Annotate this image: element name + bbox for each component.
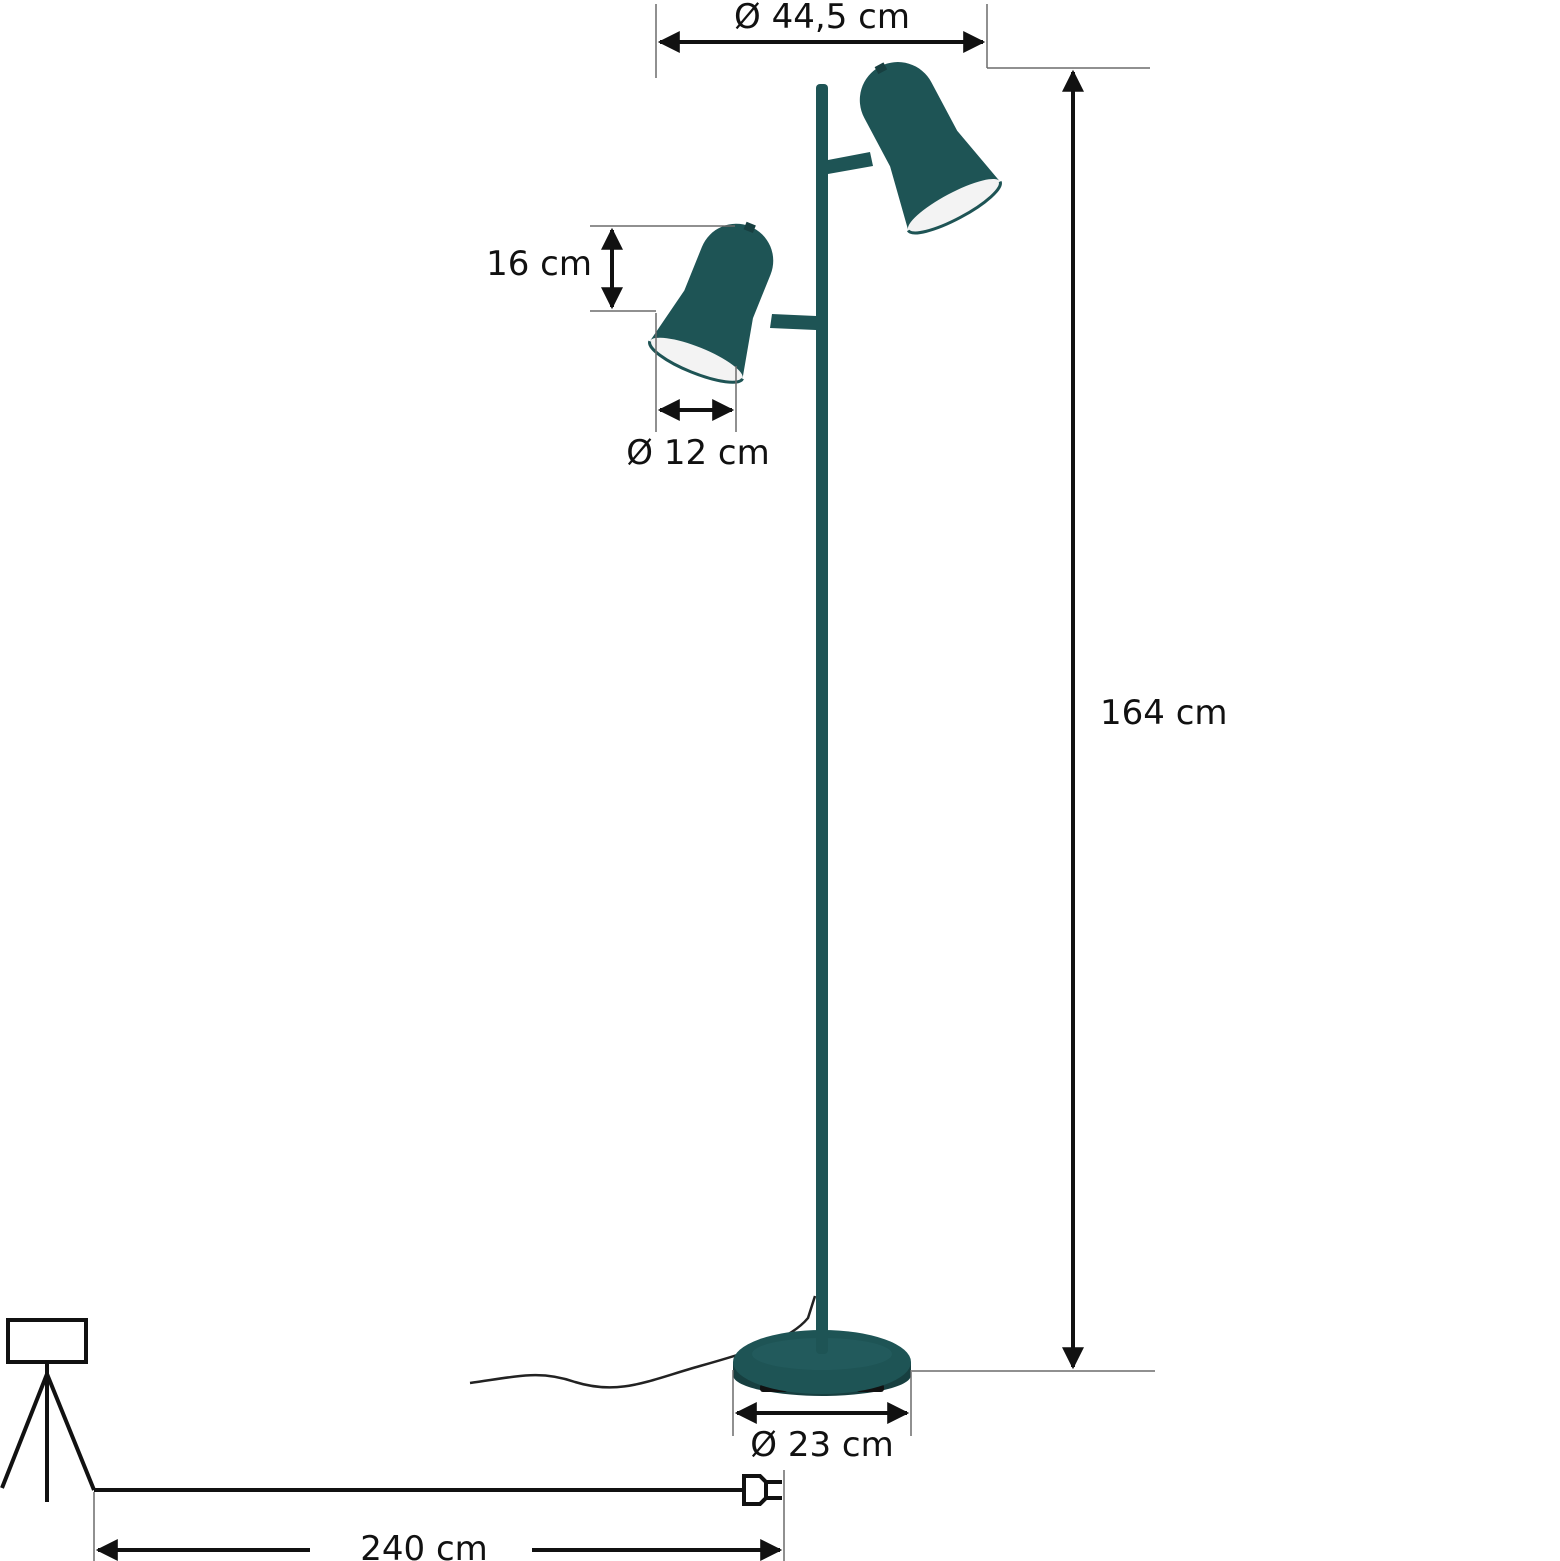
floor-lamp-tripod-icon [0,1318,96,1502]
lamp-base [733,1330,911,1396]
lamp-pole [816,84,828,1354]
total-height-label: 164 cm [1100,693,1228,733]
upper-lamp-head [828,62,1002,235]
dimension-shade-height: 16 cm [486,225,735,312]
cable-length-label: 240 cm [360,1529,488,1561]
dimension-total-height: 164 cm [912,69,1228,1372]
arm-span-label: Ø 44,5 cm [734,0,910,37]
base-diameter-label: Ø 23 cm [750,1425,893,1465]
dimension-arm-span: Ø 44,5 cm [655,0,1150,78]
dimension-cable-length: 240 cm [0,1318,785,1561]
lower-lamp-head [648,221,816,384]
shade-diameter-label: Ø 12 cm [626,433,769,473]
plug-icon [730,1474,782,1506]
shade-height-label: 16 cm [486,244,592,284]
floor-lamp [469,62,1002,1396]
dimension-base-diameter: Ø 23 cm [732,1370,912,1465]
dimension-shade-diameter: Ø 12 cm [626,313,770,473]
